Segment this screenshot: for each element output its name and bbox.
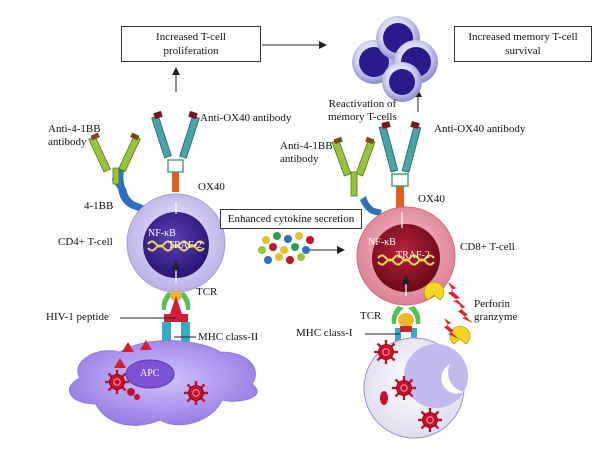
mhc-ii-left-chain bbox=[162, 322, 171, 350]
mhc-i-left bbox=[395, 328, 401, 350]
right-traf2-label: TRAF-2 bbox=[396, 250, 430, 261]
apc-label: APC bbox=[140, 368, 160, 379]
perforin-line2: granzyme bbox=[474, 311, 518, 323]
memory-survival-box: Increased memory T-cell survival bbox=[454, 26, 592, 62]
right-tcr-label: TCR bbox=[360, 310, 382, 322]
proliferation-box: Increased T-cell proliferation bbox=[121, 26, 261, 62]
mhc-ii-label: MHC class-II bbox=[198, 331, 259, 343]
antigen-presenting-cell bbox=[68, 340, 258, 426]
left-anti-41bb-line2: antibody bbox=[48, 136, 87, 148]
cytokine-box: Enhanced cytokine secretion bbox=[220, 209, 362, 229]
left-anti-41bb-label: Anti-4-1BB antibody bbox=[48, 123, 101, 149]
cytokine-label: Enhanced cytokine secretion bbox=[227, 213, 355, 225]
perforin-granzyme bbox=[423, 281, 473, 345]
perforin-label: Perforin granzyme bbox=[474, 298, 517, 324]
cd8-t-cell bbox=[331, 121, 456, 327]
reactivation-label: Reactivation of memory T-cells bbox=[328, 98, 397, 124]
left-tcr-label: TCR bbox=[196, 286, 218, 298]
proliferation-line2: proliferation bbox=[163, 45, 219, 57]
memory-line2: survival bbox=[505, 45, 541, 57]
right-anti-41bb-line2: antibody bbox=[280, 153, 319, 165]
anti-ox40-antibody-right bbox=[378, 121, 422, 173]
left-nfkb-label: NF-κB bbox=[148, 228, 176, 239]
left-anti-ox40-label: Anti-OX40 antibody bbox=[200, 112, 292, 124]
reactivation-line1: Reactivation of bbox=[328, 98, 397, 110]
right-nfkb-label: NF-κB bbox=[368, 237, 396, 248]
perforin-line1: Perforin bbox=[474, 298, 511, 310]
left-41bb-label: 4-1BB bbox=[84, 200, 114, 212]
reactivation-line2: memory T-cells bbox=[328, 111, 397, 123]
right-anti-41bb-label: Anti-4-1BB antibody bbox=[280, 140, 333, 166]
left-cell-label: CD4+ T-cell bbox=[58, 236, 113, 248]
memory-t-cells bbox=[352, 16, 438, 102]
left-traf2-label: TRAF-2 bbox=[168, 240, 202, 251]
right-cell-label: CD8+ T-cell bbox=[460, 241, 515, 253]
left-anti-41bb-line1: Anti-4-1BB bbox=[48, 123, 101, 135]
right-ox40-label: OX40 bbox=[418, 193, 445, 205]
right-anti-41bb-line1: Anti-4-1BB bbox=[280, 140, 333, 152]
mhc-ii-right-chain bbox=[181, 322, 190, 350]
anti-41bb-antibody-right bbox=[331, 136, 376, 197]
hiv-peptide-label: HIV-1 peptide bbox=[46, 311, 109, 323]
hiv-peptide-triangle bbox=[170, 296, 182, 314]
infected-target-cell bbox=[363, 337, 468, 439]
mhc-i-label: MHC class-I bbox=[296, 327, 353, 339]
cytokine-dots bbox=[258, 232, 314, 264]
right-anti-ox40-label: Anti-OX40 antibody bbox=[434, 123, 526, 135]
cd4-t-cell bbox=[88, 110, 226, 310]
left-ox40-label: OX40 bbox=[198, 181, 225, 193]
anti-ox40-antibody-left bbox=[151, 110, 200, 159]
memory-line1: Increased memory T-cell bbox=[468, 31, 578, 43]
proliferation-line1: Increased T-cell bbox=[156, 31, 226, 43]
anti-41bb-antibody-left bbox=[88, 132, 141, 185]
